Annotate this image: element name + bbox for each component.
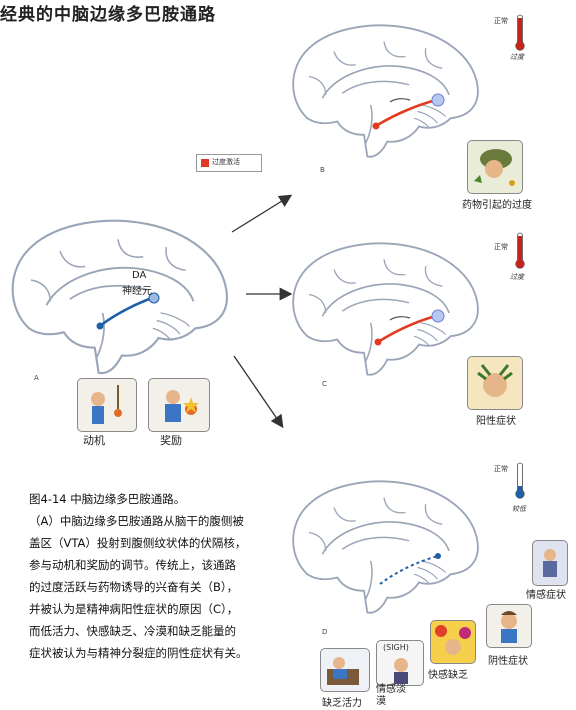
panel-a-letter: A <box>34 374 39 382</box>
panel-d-letter: D <box>322 628 328 636</box>
motivation-image <box>77 378 137 432</box>
apathy-image <box>320 648 370 692</box>
sigh-text: (SIGH) <box>383 643 409 652</box>
caption-line: 参与动机和奖励的调节。传统上，该通路 <box>29 558 236 572</box>
brain-d <box>292 480 479 614</box>
motivation-label: 动机 <box>83 434 105 447</box>
arrow-to-d <box>233 355 284 429</box>
thermo-d-bottom: 较低 <box>512 505 526 513</box>
caption-line: 症状被认为与精神分裂症的阴性症状有关。 <box>29 646 248 660</box>
nucleus-accumbens-d <box>435 553 441 559</box>
reward-label: 奖励 <box>160 434 182 447</box>
caption-line: 而低活力、快感缺乏、冷漠和缺乏能量的 <box>29 624 236 638</box>
vta-dot-c <box>374 338 382 346</box>
nucleus-accumbens-a <box>148 292 160 304</box>
vta-dot-b <box>372 122 380 130</box>
caption-line: （A）中脑边缘多巴胺通路从脑干的腹侧被 <box>29 514 244 528</box>
thermo-bulb-d <box>516 490 524 498</box>
emotion-label: 情感症状 <box>526 590 566 601</box>
figure-caption: 图4-14 中脑边缘多巴胺通路。 （A）中脑边缘多巴胺通路从脑干的腹侧被 盖区（… <box>29 488 281 664</box>
panel-b-letter: B <box>320 166 325 174</box>
caption-line: 盖区（VTA）投射到腹侧纹状体的伏隔核， <box>29 536 247 550</box>
flat-affect-image: (SIGH) <box>376 640 424 686</box>
vta-dot-a <box>96 322 104 330</box>
firing-mark-b <box>389 98 411 103</box>
legend: 过度激活 <box>196 154 262 172</box>
reward-image <box>148 378 210 432</box>
caption-line: 的过度活跃与药物诱导的兴奋有关（B）， <box>29 580 239 594</box>
nucleus-accumbens-c <box>431 309 445 323</box>
panel-c-letter: C <box>322 380 327 388</box>
thermo-c-bottom: 过度 <box>510 273 524 281</box>
anhedonia-label: 快感缺乏 <box>428 670 468 681</box>
page-title: 经典的中脑边缘多巴胺通路 <box>0 5 216 25</box>
brain-a <box>11 219 228 375</box>
da-label: DA <box>132 270 147 281</box>
emotion-image <box>532 540 568 586</box>
thermo-bulb-b <box>516 42 524 50</box>
thermo-d-top: 正常 <box>494 465 508 473</box>
thermo-c-top: 正常 <box>494 243 508 251</box>
caption-line: 并被认为是精神病阳性症状的原因（C）， <box>29 602 239 616</box>
brain-c <box>292 242 479 376</box>
negative-symptom-image <box>486 604 532 648</box>
drug-label: 药物引起的过度 <box>462 200 532 211</box>
firing-mark-c <box>389 316 411 321</box>
drug-image <box>467 140 523 194</box>
thermo-fill-c <box>518 236 522 266</box>
nucleus-accumbens-b <box>431 93 445 107</box>
thermo-fill-b <box>518 18 522 48</box>
positive-symptom-image <box>467 356 523 410</box>
neuron-label: 神经元 <box>122 286 152 297</box>
pathway-b <box>375 98 437 128</box>
thermo-bulb-c <box>516 260 524 268</box>
brain-b <box>292 24 479 158</box>
pathway-c <box>377 314 437 344</box>
pathway-d <box>379 555 439 585</box>
arrow-to-b <box>231 194 293 233</box>
anhedonia-image <box>430 620 476 664</box>
legend-swatch <box>201 159 209 167</box>
legend-label: 过度激活 <box>212 158 240 166</box>
positive-symptom-label: 阳性症状 <box>476 416 516 427</box>
apathy-label: 缺乏活力 <box>322 698 362 709</box>
thermo-b-top: 正常 <box>494 17 508 25</box>
pathway-a <box>99 296 153 328</box>
negative-symptom-label: 阴性症状 <box>488 656 528 667</box>
thermo-b-bottom: 过度 <box>510 53 524 61</box>
caption-title: 图4-14 中脑边缘多巴胺通路。 <box>29 492 186 506</box>
flat-affect-label: 情感淡漠 <box>376 684 406 707</box>
